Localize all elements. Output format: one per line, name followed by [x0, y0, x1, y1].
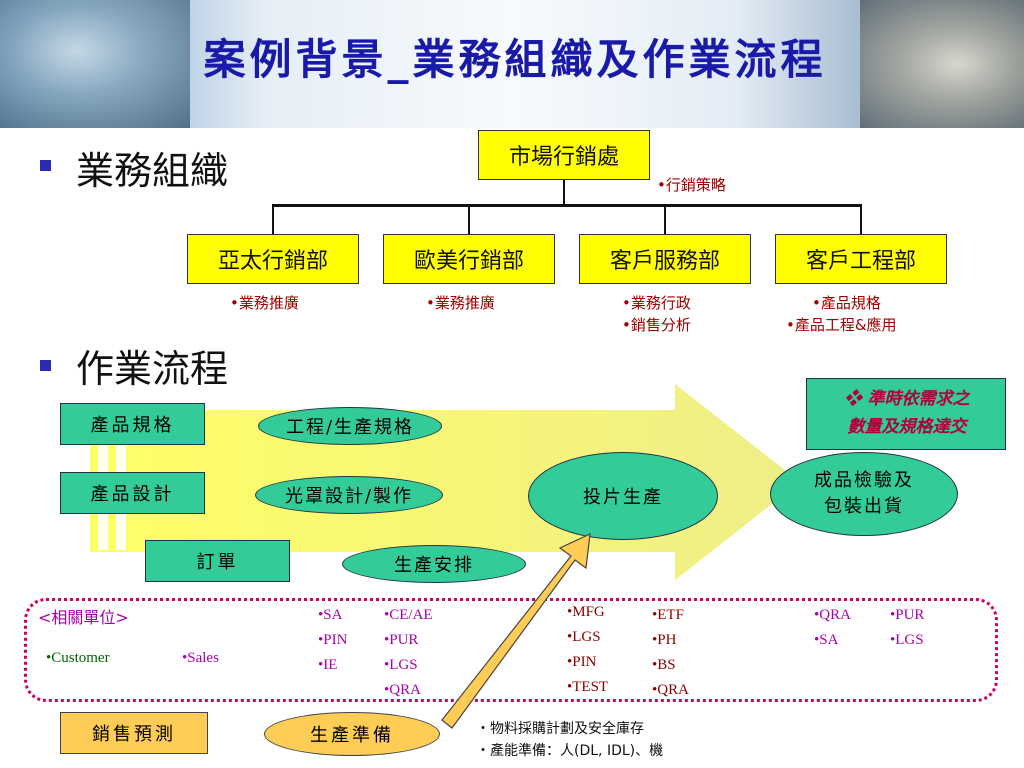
delivery-note-box: ❖ 準時依需求之 數量及規格達交: [806, 378, 1006, 450]
header-banner: 案例背景_業務組織及作業流程: [0, 0, 1024, 128]
org-dept-note: •產品工程&應用: [786, 316, 897, 334]
bullet-square-icon: [40, 360, 51, 371]
flow-mask-ellipse: 光罩設計/製作: [255, 476, 443, 514]
unit-item: •SA: [318, 607, 343, 623]
org-dept-box: 客戶工程部: [775, 234, 947, 284]
page-title: 案例背景_業務組織及作業流程: [203, 35, 827, 84]
unit-item: •IE: [318, 657, 338, 673]
section-flow-heading: 作業流程: [76, 347, 229, 391]
org-connector: [860, 204, 862, 234]
unit-item: •CE/AE: [384, 607, 433, 623]
unit-item: •SA: [814, 632, 839, 648]
unit-item: •QRA: [384, 682, 421, 698]
prep-item: ・物料採購計劃及安全庫存: [476, 721, 644, 737]
prep-to-production-arrow-icon: [441, 533, 591, 729]
unit-item: •PH: [652, 632, 677, 648]
inspect-line-1: 成品檢驗及: [814, 470, 914, 491]
unit-item: •Sales: [182, 650, 219, 666]
org-dept-note: •產品規格: [812, 294, 881, 312]
unit-list-g3b: •ETF •PH •BS •QRA: [652, 603, 689, 703]
org-dept-note: •銷售分析: [622, 316, 691, 334]
prep-ellipse: 生產準備: [264, 712, 440, 756]
unit-list-g2b: •CE/AE •PUR •LGS •QRA: [384, 603, 433, 703]
unit-item: •ETF: [652, 607, 684, 623]
flow-eng-spec-ellipse: 工程/生產規格: [258, 407, 442, 445]
banner-photo-right: [860, 0, 1024, 128]
org-dept-box: 亞太行銷部: [187, 234, 359, 284]
org-connector: [664, 204, 666, 234]
related-units-region: [24, 598, 998, 702]
org-top-note: •行銷策略: [657, 176, 726, 194]
org-dept-note: •業務推廣: [230, 294, 299, 312]
unit-item: •PIN: [318, 632, 348, 648]
org-dept-note: •業務行政: [622, 294, 691, 312]
note-line-2: 數量及規格達交: [847, 417, 967, 437]
forecast-box: 銷售預測: [60, 712, 208, 754]
bullet-square-icon: [40, 160, 51, 171]
flow-spec-box: 產品規格: [60, 403, 205, 445]
prep-items: ・物料採購計劃及安全庫存 ・產能準備：人(DL, IDL)、機: [476, 718, 663, 762]
inspect-line-2: 包裝出貨: [824, 496, 904, 517]
unit-list-g3a: •MFG •LGS •PIN •TEST: [567, 600, 608, 700]
unit-list-g4b: •PUR •LGS: [890, 603, 924, 653]
section-org-heading: 業務組織: [76, 149, 229, 193]
unit-item: •PUR: [384, 632, 419, 648]
unit-item: •QRA: [652, 682, 689, 698]
flow-schedule-ellipse: 生產安排: [342, 545, 526, 583]
org-connector: [563, 180, 565, 205]
flow-production-ellipse: 投片生產: [528, 452, 718, 540]
banner-photo-left: [0, 0, 190, 128]
unit-item: •LGS: [890, 632, 924, 648]
prep-item: ・產能準備：人(DL, IDL)、機: [476, 743, 664, 759]
flow-design-box: 產品設計: [60, 472, 205, 514]
unit-item: •TEST: [567, 679, 609, 695]
unit-item: •LGS: [567, 629, 601, 645]
org-top-box: 市場行銷處: [478, 130, 650, 180]
org-connector: [272, 204, 862, 207]
flow-order-box: 訂單: [145, 540, 290, 582]
unit-item: •PUR: [890, 607, 925, 623]
unit-item: •BS: [652, 657, 676, 673]
org-dept-box: 客戶服務部: [579, 234, 751, 284]
unit-item: •MFG: [567, 604, 605, 620]
diamond-icon: ❖: [844, 389, 868, 409]
related-units-label: <相關單位>: [38, 608, 129, 627]
org-dept-box: 歐美行銷部: [383, 234, 555, 284]
unit-item: •LGS: [384, 657, 418, 673]
org-connector: [468, 204, 470, 234]
org-connector: [272, 204, 274, 234]
unit-list-g4a: •QRA •SA: [814, 603, 851, 653]
org-dept-note: •業務推廣: [426, 294, 495, 312]
unit-item: •PIN: [567, 654, 597, 670]
flow-inspect-ellipse: 成品檢驗及 包裝出貨: [770, 452, 958, 536]
unit-item: •QRA: [814, 607, 851, 623]
note-line-1: 準時依需求之: [867, 389, 970, 409]
unit-list-g2a: •SA •PIN •IE: [318, 603, 347, 678]
unit-item: •Customer: [46, 650, 110, 666]
